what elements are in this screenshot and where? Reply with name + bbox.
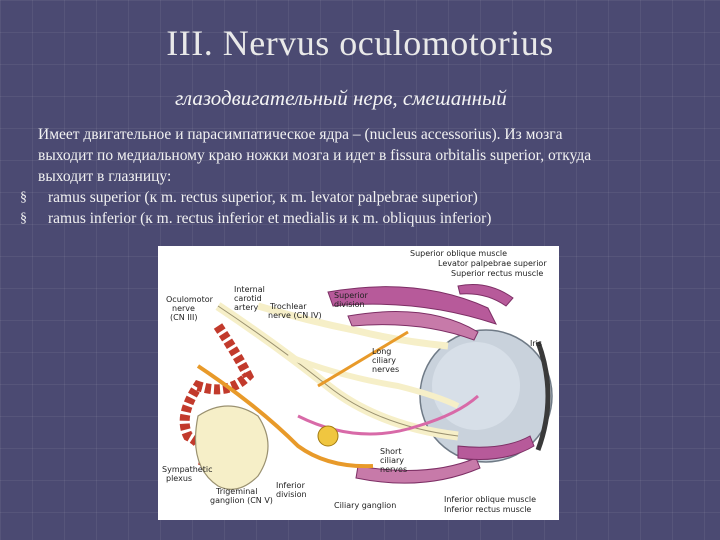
bullet-item: § ramus inferior (к m. rectus inferior e… [20,208,700,229]
trigeminal-ganglion-label: Trigeminal [215,487,257,496]
inferior-rectus-muscle-shape [355,457,481,484]
carotid-artery-shape [179,323,255,468]
oculomotor-nerve-diagram: Oculomotor nerve (CN III) Internal carot… [162,249,553,514]
intro-paragraph: Имеет двигательное и парасимпатическое я… [20,124,700,187]
bullet-text: ramus inferior (к m. rectus inferior et … [48,210,492,227]
inferior-division-label: Inferior [276,481,306,490]
trigeminal-ganglion-label: ganglion (CN V) [210,496,273,505]
trochlear-nerve-label: nerve (CN IV) [268,311,322,320]
ciliary-ganglion-label: Ciliary ganglion [334,501,396,510]
oculomotor-nerve-shape [196,364,374,469]
long-ciliary-nerves-label: nerves [372,365,399,374]
oculomotor-nerve-label: nerve [172,304,195,313]
ciliary-ganglion-shape [317,425,339,447]
oculomotor-nerve-label: Oculomotor [166,295,214,304]
iris-label: Iris [530,339,542,348]
bullet-item: § ramus superior (к m. rectus superior, … [20,187,700,208]
cornea-iris-shape [535,341,551,451]
superior-division-shape [317,330,409,388]
inferior-division-label: division [276,490,307,499]
carotid-artery-label: carotid [234,294,262,303]
carotid-artery-label: Internal [234,285,265,294]
trigeminal-ganglion-shape [195,405,269,490]
inferior-oblique-label: Inferior oblique muscle [444,495,536,504]
long-ciliary-nerve-shape [286,353,460,409]
anatomy-figure: Oculomotor nerve (CN III) Internal carot… [158,246,559,520]
paragraph-line: выходит в глазницу: [38,168,172,185]
short-ciliary-nerves-label: Short [380,447,401,456]
superior-division-label: division [334,300,365,309]
paragraph-line: Имеет двигательное и парасимпатическое я… [38,126,563,143]
short-ciliary-nerves-label: nerves [380,465,407,474]
sympathetic-plexus-label: Sympathetic [162,465,212,474]
slide-body: Имеет двигательное и парасимпатическое я… [20,124,700,229]
long-ciliary-nerves-label: Long [372,347,391,356]
paragraph-line: выходит по медиальному краю ножки мозга … [38,147,592,164]
inferior-oblique-muscle-shape [457,435,535,460]
superior-division-label: Superior [334,291,369,300]
trochlear-nerve-label: Trochlear [269,302,307,311]
short-ciliary-nerves-label: ciliary [380,456,404,465]
long-ciliary-nerves-label: ciliary [372,356,396,365]
sympathetic-plexus-label: plexus [166,474,192,483]
carotid-artery-label: artery [234,303,259,312]
superior-oblique-label: Superior oblique muscle [410,249,507,258]
eyeball-highlight [432,342,520,430]
bullet-marker-icon: § [20,211,27,226]
trochlear-nerve-shape [256,302,449,350]
superior-oblique-muscle-shape [327,286,497,325]
levator-label: Levator palpebrae superior [438,259,547,268]
superior-rectus-muscle-shape [347,311,479,341]
oculomotor-nerve-label: (CN III) [170,313,197,322]
bullet-marker-icon: § [20,190,27,205]
inferior-rectus-label: Inferior rectus muscle [444,505,531,514]
slide-title: III. Nervus oculomotorius [166,23,554,63]
slide-subtitle: глазодвигательный нерв, смешанный [175,86,507,110]
bullet-text: ramus superior (к m. rectus superior, к … [48,189,478,206]
levator-muscle-shape [457,284,514,307]
superior-rectus-label: Superior rectus muscle [451,269,543,278]
